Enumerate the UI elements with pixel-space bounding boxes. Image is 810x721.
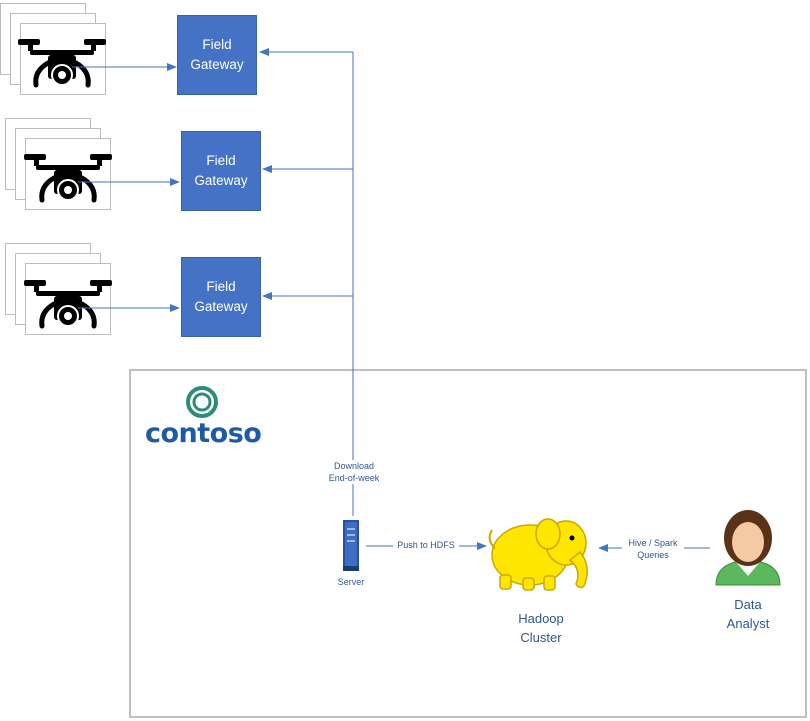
push-label: Push to HDFS <box>393 539 459 551</box>
server-label: Server <box>330 576 372 588</box>
analyst-label: Data Analyst <box>712 595 784 633</box>
contoso-logo-text: contoso <box>145 418 262 449</box>
hadoop-label-line1: Hadoop <box>518 611 564 626</box>
contoso-boundary <box>129 369 807 718</box>
user-avatar-icon <box>715 510 781 586</box>
contoso-logo-icon <box>186 386 218 418</box>
drone-icon <box>24 154 112 200</box>
server-icon <box>343 520 359 571</box>
download-label-line1: Download <box>333 461 375 471</box>
hadoop-elephant-icon <box>488 518 588 591</box>
field-gateway-2: Field Gateway <box>181 131 261 211</box>
drone-icon <box>24 280 112 326</box>
queries-label-line1: Hive / Spark <box>628 538 678 548</box>
hadoop-label: Hadoop Cluster <box>500 609 582 647</box>
gateway-label: Field <box>206 153 236 168</box>
gateway-label: Field <box>206 279 236 294</box>
gateway-label: Gateway <box>190 57 244 72</box>
analyst-label-line2: Analyst <box>726 616 770 631</box>
field-gateway-1: Field Gateway <box>177 15 257 95</box>
analyst-label-line1: Data <box>734 597 762 612</box>
field-gateway-3: Field Gateway <box>181 257 261 337</box>
gateway-label: Gateway <box>194 299 248 314</box>
hadoop-label-line2: Cluster <box>520 630 562 645</box>
gateway-label: Gateway <box>194 173 248 188</box>
queries-label: Hive / Spark Queries <box>622 537 684 561</box>
queries-label-line2: Queries <box>637 550 669 560</box>
download-label-line2: End-of-week <box>328 473 380 483</box>
drone-icon <box>18 39 106 85</box>
download-label: Download End-of-week <box>322 460 386 484</box>
gateway-label: Field <box>202 37 232 52</box>
